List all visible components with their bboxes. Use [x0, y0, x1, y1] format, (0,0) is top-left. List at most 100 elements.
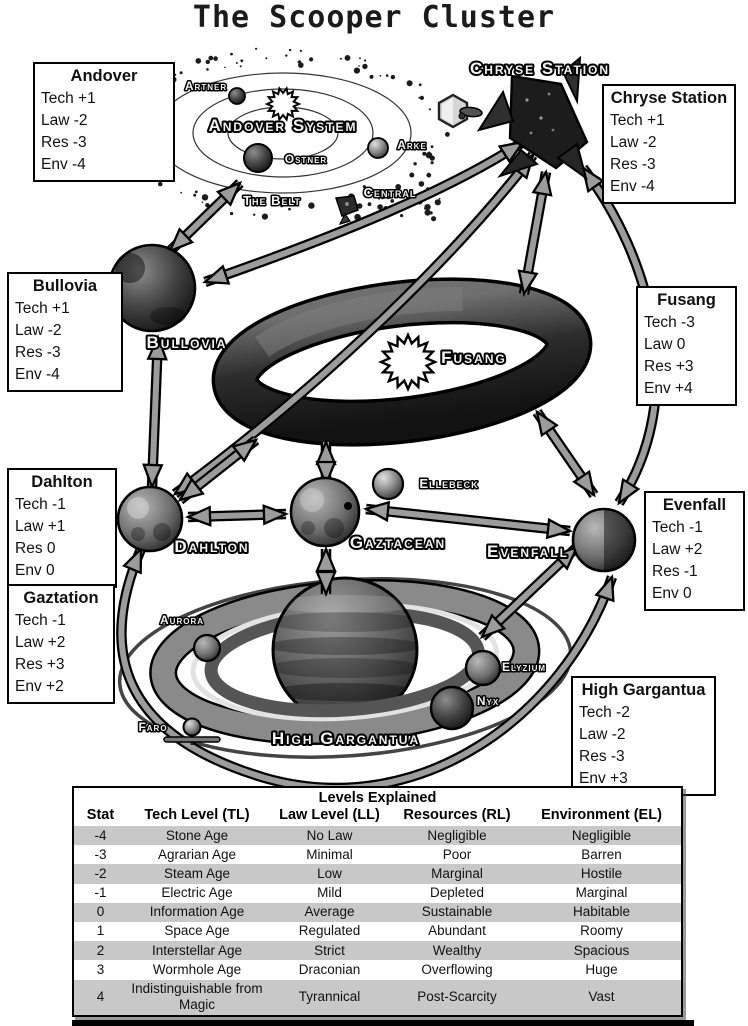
- table-header-row: Stat Tech Level (TL) Law Level (LL) Reso…: [74, 806, 681, 826]
- stat-line: Env 0: [15, 562, 55, 580]
- table-cell: Marginal: [575, 885, 628, 901]
- arrowhead-icon: [572, 469, 596, 498]
- statbox-andover: Andover Tech +1 Law -2 Res -3 Env -4: [33, 62, 175, 183]
- route-arrow-fusang-evenfall: [532, 409, 599, 498]
- table-cell: Information Age: [149, 904, 245, 920]
- map-label-andover-system: Andover System: [208, 116, 357, 135]
- planet-evenfall: [571, 507, 637, 573]
- map-label-artner: Artner: [185, 79, 227, 93]
- arrowhead-icon: [231, 438, 259, 463]
- statbox-bullovia: Bullovia Tech +1 Law -2 Res -3 Env -4: [7, 272, 123, 393]
- route-arrow-gaztacean-high-gargantua: [315, 545, 337, 598]
- statbox-title: Evenfall: [662, 496, 727, 514]
- stat-line: Tech -1: [15, 496, 66, 514]
- statbox-title: Chryse Station: [610, 89, 728, 107]
- statbox-title: Andover: [70, 67, 138, 85]
- fusang-sun-icon: [378, 332, 438, 392]
- arrowhead-icon: [202, 264, 231, 285]
- levels-explained-table: Levels Explained Stat Tech Level (TL) La…: [72, 786, 683, 1017]
- arrowhead-icon: [184, 505, 212, 527]
- map-label-ellebeck: Ellebeck: [419, 476, 478, 491]
- statbox-fusang: Fusang Tech -3 Law 0 Res +3 Env +4: [636, 286, 737, 407]
- arrowhead-icon: [531, 169, 553, 197]
- table-cell: Wormhole Age: [152, 961, 242, 977]
- map-label-the-belt: The Belt: [243, 193, 301, 208]
- stat-line: Env 0: [652, 585, 692, 603]
- table-cell: No Law: [306, 827, 353, 843]
- map-label-chryse-station: Chryse Station: [470, 59, 610, 78]
- route-arrow-evenfall-high-gargantua: [478, 543, 581, 641]
- table-cell: Tyrannical: [298, 989, 361, 1005]
- stat-line: Res +3: [644, 358, 694, 376]
- stat-line: Env -4: [41, 156, 86, 174]
- planet-evenfall-group: [571, 507, 637, 573]
- map-label-dahlton: Dahlton: [174, 537, 249, 556]
- statbox-title: High Gargantua: [581, 681, 706, 699]
- andover-system-diagram: [109, 47, 453, 225]
- map-label-gaztacean: Gaztacean: [350, 533, 446, 552]
- table-title: Levels Explained: [318, 790, 437, 806]
- arrowhead-icon: [535, 409, 559, 438]
- table-cell: 3: [96, 961, 105, 977]
- planet-gaztacean: [289, 476, 361, 548]
- arrowhead-icon: [315, 545, 337, 573]
- map-label-ostner: Ostner: [285, 152, 327, 166]
- table-cell: Poor: [442, 846, 472, 862]
- arrowhead-icon: [581, 165, 606, 194]
- statbox-title: Dahlton: [31, 473, 93, 491]
- table-cell: 4: [96, 989, 105, 1005]
- stat-line: Tech -2: [579, 704, 630, 722]
- page-bottom-rule: [72, 1020, 694, 1026]
- stat-line: Law +1: [15, 518, 66, 536]
- gaztacean-moon-dot: [344, 502, 352, 510]
- table-cell: -3: [94, 846, 107, 862]
- table-cell: Huge: [585, 961, 618, 977]
- stat-line: Law -2: [610, 134, 657, 152]
- map-label-high-gargantua: High Gargantua: [272, 729, 420, 748]
- arrowhead-icon: [262, 504, 290, 526]
- table-cell: -2: [94, 865, 107, 881]
- planet-ellebeck: [371, 467, 405, 501]
- route-arrow-fusang-dahlton: [176, 435, 260, 505]
- table-cell: Regulated: [298, 923, 361, 939]
- table-cell: Sustainable: [421, 904, 493, 920]
- route-arrow-chryse-station-fusang: [517, 169, 553, 297]
- stat-line: Law -2: [579, 726, 626, 744]
- table-cell: Stone Age: [165, 827, 229, 843]
- faro-station-icon: [163, 717, 221, 745]
- table-cell: Minimal: [306, 846, 353, 862]
- table-cell: Mild: [317, 885, 342, 901]
- stat-line: Tech +1: [610, 112, 665, 130]
- route-arrows: [116, 137, 662, 794]
- stat-line: Law +2: [652, 541, 703, 559]
- table-cell: Interstellar Age: [151, 942, 243, 958]
- moon-elyzium: [464, 649, 502, 687]
- table-cell: Steam Age: [163, 865, 231, 881]
- col-header-stat: Stat: [86, 807, 115, 823]
- arrowhead-icon: [142, 463, 164, 491]
- map-label-central: Central: [364, 185, 417, 200]
- planet-arke: [367, 137, 389, 159]
- map-label-bullovia: Bullovia: [147, 333, 228, 352]
- stat-line: Res 0: [15, 540, 56, 558]
- planet-artner: [228, 87, 246, 105]
- col-header-tech: Tech Level (TL): [144, 807, 250, 823]
- planet-gaztacean-group: [289, 476, 361, 548]
- high-gargantua-system: [117, 576, 573, 759]
- stat-line: Res -3: [610, 156, 656, 174]
- stat-line: Res +3: [15, 656, 65, 674]
- table-cell: Draconian: [298, 961, 361, 977]
- stat-line: Res -3: [41, 134, 87, 152]
- statbox-title: Bullovia: [32, 277, 98, 295]
- stat-line: Env -4: [15, 366, 60, 384]
- statbox-chryse-station: Chryse Station Tech +1 Law -2 Res -3 Env…: [602, 84, 736, 205]
- route-arrow-gaztacean-evenfall: [362, 500, 574, 540]
- table-cell: Overflowing: [421, 961, 493, 977]
- andover-sun-icon: [264, 86, 302, 122]
